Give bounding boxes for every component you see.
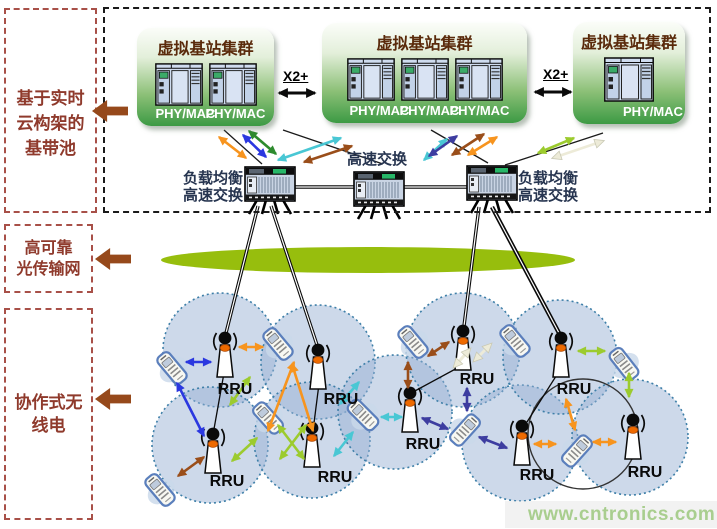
cluster-title: 虚拟基站集群 <box>157 41 254 58</box>
label-line: 光传输网 <box>16 260 81 278</box>
server-rack-icon <box>208 63 257 106</box>
server-row <box>154 62 257 107</box>
virtual-bs-cluster-1: 虚拟基站集群 PHY/MAC PHY/MAC <box>137 28 274 126</box>
switch-label-left: 负载均衡 高速交换 <box>170 170 243 204</box>
label-line: 高速交换 <box>518 187 579 204</box>
virtual-bs-cluster-3: 虚拟基站集群 PHY/MAC <box>573 22 685 124</box>
phy-mac-label: PHY/MAC <box>623 104 683 119</box>
x2-link-arrows <box>277 87 573 98</box>
rru-label: RRU <box>209 473 245 490</box>
phy-mac-row: PHY/MAC <box>573 105 685 119</box>
server-rack-icon <box>454 58 503 101</box>
x2-interface-label: X2+ <box>283 68 309 84</box>
switch-label-right: 负载均衡 高速交换 <box>518 170 578 204</box>
rru-label: RRU <box>627 464 663 481</box>
rru-label: RRU <box>323 391 359 408</box>
watermark-band <box>505 501 717 528</box>
label-line: 基于实时 <box>16 89 85 108</box>
phy-mac-label: PHY/MAC <box>399 103 460 118</box>
label-box-optical-network: 高可靠 光传输网 <box>4 224 93 293</box>
cooperation-arrows <box>175 340 634 478</box>
label-line: 高可靠 <box>24 239 73 257</box>
rru-label: RRU <box>405 436 441 453</box>
coverage-circles <box>151 292 689 504</box>
scheduling-arrows-top <box>217 130 603 164</box>
coverage-circle <box>337 354 453 470</box>
label-line: 基带池 <box>25 139 76 158</box>
server-row <box>346 57 503 104</box>
x2-interface-label: X2+ <box>543 66 569 82</box>
label-line: 负载均衡 <box>518 170 579 187</box>
switch-label-middle: 高速交换 <box>347 151 408 168</box>
label-line: 协作式无 <box>14 393 83 412</box>
rru-label: RRU <box>317 469 353 486</box>
virtual-bs-cluster-2: 虚拟基站集群 PHY/MAC PHY/MAC PHY/MAC <box>322 23 527 123</box>
server-rack-icon <box>346 58 395 101</box>
rru-label: RRU <box>459 371 495 388</box>
label-line: 云构架的 <box>16 114 85 133</box>
label-box-baseband-pool: 基于实时 云构架的 基带池 <box>4 8 97 213</box>
label-line: 高速交换 <box>182 187 243 204</box>
cluster-title: 虚拟基站集群 <box>580 35 677 52</box>
rru-label: RRU <box>556 381 592 398</box>
label-box-cooperative-radio: 协作式无 线电 <box>4 308 93 520</box>
phy-mac-row: PHY/MAC PHY/MAC PHY/MAC <box>349 103 510 118</box>
server-rack-icon <box>604 57 654 102</box>
cluster-title: 虚拟基站集群 <box>376 36 473 53</box>
label-line: 负载均衡 <box>182 170 243 187</box>
server-rack-icon <box>400 58 449 101</box>
phy-mac-label: PHY/MAC <box>349 103 410 118</box>
rru-label: RRU <box>519 467 555 484</box>
rru-label: RRU <box>217 381 253 398</box>
watermark-text: www.cntronics.com <box>528 504 716 525</box>
phy-mac-label: PHY/MAC <box>205 106 266 121</box>
label-line: 线电 <box>31 416 66 435</box>
server-rack-icon <box>154 63 203 106</box>
fiber-links <box>213 205 561 430</box>
phy-mac-row: PHY/MAC PHY/MAC <box>155 106 266 121</box>
server-row <box>604 56 654 105</box>
phy-mac-label: PHY/MAC <box>449 103 510 118</box>
phy-mac-label: PHY/MAC <box>155 106 216 121</box>
